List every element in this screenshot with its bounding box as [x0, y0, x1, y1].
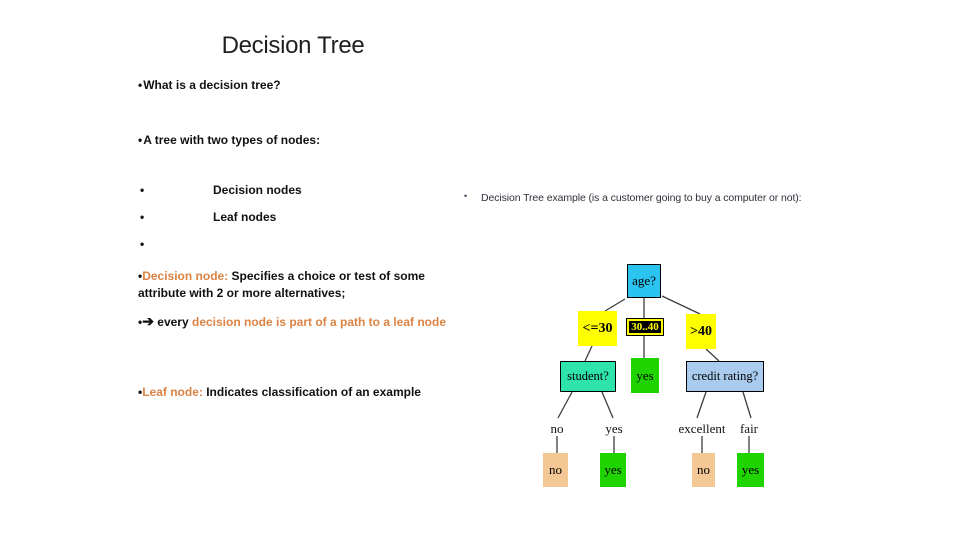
- bullet-glyph: •: [140, 210, 145, 224]
- arrow-paragraph: •➔ every decision node is part of a path…: [138, 313, 456, 331]
- tree-node-credit-rating: credit rating?: [686, 361, 764, 392]
- tree-node-yes-middle: yes: [631, 358, 659, 393]
- bullet-glyph: •: [464, 191, 468, 201]
- sub-bullet-leaf-nodes: Leaf nodes: [213, 210, 277, 224]
- bullet-types-text: A tree with two types of nodes:: [143, 133, 321, 147]
- edge-label-fair: fair: [739, 421, 759, 436]
- tree-node-gt40: >40: [686, 314, 716, 349]
- bullet-glyph: •: [138, 385, 143, 399]
- decision-tree-diagram: age? <=30 30..40 >40 student? yes credit…: [530, 255, 780, 500]
- bullet-glyph: •: [138, 315, 143, 329]
- tree-node-age: age?: [627, 264, 661, 298]
- decision-node-body: Specifies a choice or test of some attri…: [138, 269, 425, 300]
- leaf-node-body: Indicates classification of an example: [202, 385, 421, 399]
- leaf-node-head: Leaf node:: [142, 385, 203, 399]
- bullet-glyph-empty: •: [140, 237, 145, 251]
- leaf-node-yes-credit: yes: [737, 453, 764, 487]
- bullet-types: •A tree with two types of nodes:: [138, 132, 320, 148]
- leaf-node-no-credit: no: [692, 453, 715, 487]
- edge-label-no: no: [550, 421, 564, 436]
- leaf-node-yes-student: yes: [600, 453, 626, 487]
- bullet-what-text: What is a decision tree?: [143, 78, 281, 92]
- sub-bullet-decision-nodes: Decision nodes: [213, 183, 302, 197]
- tree-node-le30: <=30: [578, 311, 617, 346]
- right-arrow-icon: ➔: [142, 313, 154, 329]
- bullet-glyph: •: [138, 133, 143, 147]
- leaf-node-no-student: no: [543, 453, 568, 487]
- edge-label-yes: yes: [605, 421, 623, 436]
- tree-node-30-40: 30..40: [626, 318, 664, 336]
- tree-edges: [556, 295, 752, 453]
- arrow-paragraph-orange: decision node is part of a path to a lea…: [191, 315, 447, 329]
- arrow-paragraph-black: every: [153, 315, 192, 329]
- example-caption: Decision Tree example (is a customer goi…: [481, 192, 802, 204]
- tree-node-30-40-text: 30..40: [629, 321, 661, 333]
- edge-label-excellent: excellent: [678, 421, 726, 436]
- bullet-what: •What is a decision tree?: [138, 77, 281, 93]
- bullet-glyph: •: [138, 78, 143, 92]
- tree-node-student: student?: [560, 361, 616, 392]
- bullet-glyph: •: [138, 269, 143, 283]
- leaf-node-paragraph: •Leaf node: Indicates classification of …: [138, 384, 438, 401]
- page-title: Decision Tree: [221, 32, 365, 59]
- decision-node-paragraph: •Decision node: Specifies a choice or te…: [138, 268, 456, 301]
- decision-node-head: Decision node:: [142, 269, 229, 283]
- bullet-glyph: •: [140, 183, 145, 197]
